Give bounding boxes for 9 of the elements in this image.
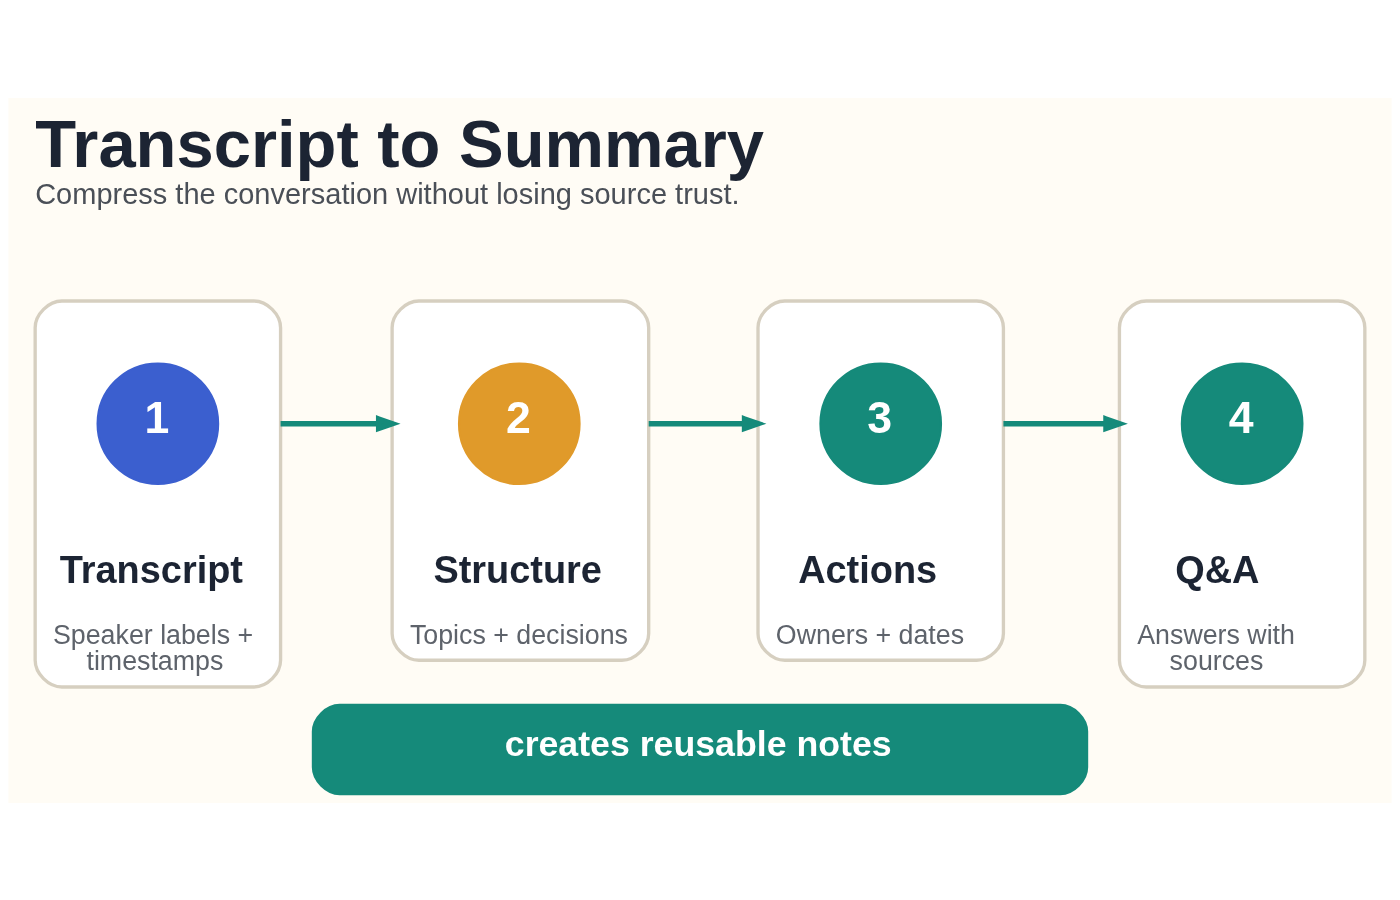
node-circle: 2	[457, 361, 581, 485]
node-circle: 4	[1180, 361, 1304, 485]
node-box: creates reusable notes	[311, 703, 1089, 795]
arrow	[280, 414, 401, 432]
node-circle: 1	[96, 361, 220, 485]
node-circle: 3	[819, 361, 943, 485]
arrow	[1003, 414, 1128, 432]
arrow	[648, 414, 767, 432]
diagram-title: Transcript to Summary	[35, 105, 765, 181]
